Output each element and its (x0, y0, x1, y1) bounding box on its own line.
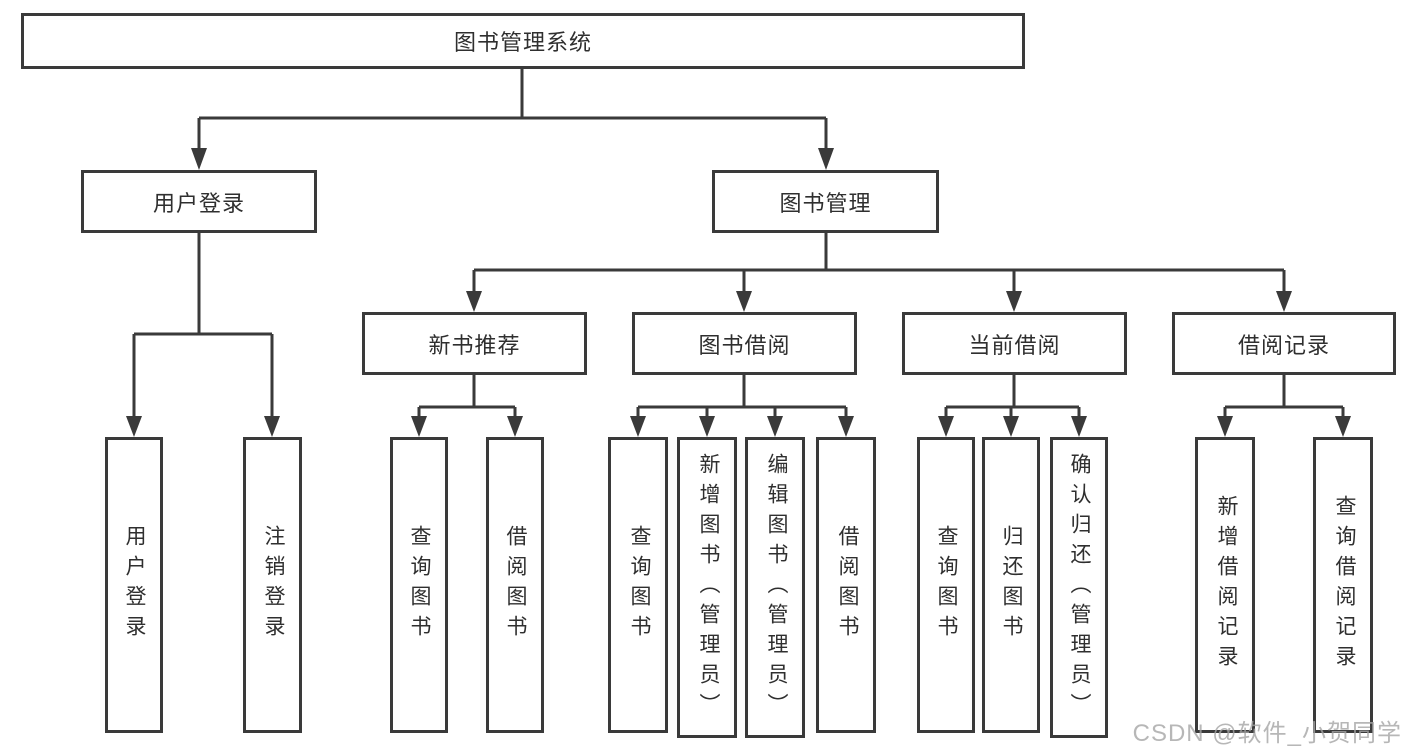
leaf-borrow-books-recommend: 借阅图书 (486, 437, 544, 733)
leaf-borrow-books-borrowing: 借阅图书 (816, 437, 876, 733)
leaf-query-books-recommend: 查询图书 (390, 437, 448, 733)
leaf-edit-book-admin: 编辑图书（管理员） (745, 437, 805, 738)
leaf-query-books-borrowing: 查询图书 (608, 437, 668, 733)
node-library-management-system: 图书管理系统 (21, 13, 1025, 69)
leaf-user-login: 用户登录 (105, 437, 163, 733)
leaf-query-borrow-record: 查询借阅记录 (1313, 437, 1373, 733)
node-user-login-module: 用户登录 (81, 170, 317, 233)
leaf-return-book: 归还图书 (982, 437, 1040, 733)
node-current-borrowing: 当前借阅 (902, 312, 1127, 375)
leaf-add-book-admin: 新增图书（管理员） (677, 437, 737, 738)
node-new-book-recommendation: 新书推荐 (362, 312, 587, 375)
node-book-borrowing: 图书借阅 (632, 312, 857, 375)
leaf-confirm-return-admin: 确认归还（管理员） (1050, 437, 1108, 738)
leaf-add-borrow-record: 新增借阅记录 (1195, 437, 1255, 733)
leaf-logout: 注销登录 (243, 437, 302, 733)
csdn-watermark: CSDN @软件_小贺同学 (1132, 720, 1402, 747)
node-borrowing-records: 借阅记录 (1172, 312, 1396, 375)
leaf-query-books-current: 查询图书 (917, 437, 975, 733)
node-book-management-module: 图书管理 (712, 170, 939, 233)
